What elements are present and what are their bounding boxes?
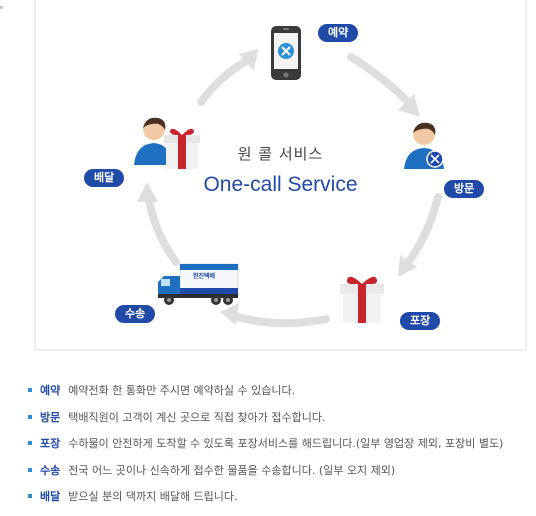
- step-term: 포장: [40, 437, 61, 450]
- badge-transport: 수송: [115, 305, 156, 323]
- bullet-icon: [28, 467, 32, 472]
- badge-packing: 포장: [400, 312, 441, 330]
- step-description: 전국 어느 곳이나 신속하게 접수한 물품을 수송합니다. (일부 오지 제외): [68, 463, 396, 477]
- arrowhead-4: [220, 303, 239, 325]
- courier-visit-icon: [404, 122, 444, 169]
- arrow-visit-to-packing: [402, 193, 442, 269]
- arrowhead-1: [239, 49, 258, 71]
- arrow-delivery-to-reservation: [197, 56, 252, 106]
- phone-icon: [271, 26, 301, 80]
- arrow-reservation-to-visit: [347, 53, 415, 109]
- list-item: 배달 받으실 분의 댁까지 배달해 드립니다.: [28, 484, 503, 511]
- courier-delivery-icon: [134, 117, 200, 169]
- arrow-transport-to-delivery: [144, 191, 180, 266]
- corner-dot: [0, 6, 3, 9]
- step-term: 예약: [40, 384, 61, 397]
- one-call-service-diagram: 한진택배 원 콜 서비스 One-call Service 예약 방문 포장 수…: [34, 0, 527, 351]
- arrowhead-2: [398, 94, 420, 117]
- badge-delivery: 배달: [84, 169, 125, 187]
- arrowhead-3: [398, 255, 417, 277]
- list-item: 수송 전국 어느 곳이나 신속하게 접수한 물품을 수송합니다. (일부 오지 제…: [28, 458, 503, 485]
- arrow-packing-to-transport: [227, 311, 330, 328]
- arrowhead-5: [137, 182, 158, 202]
- list-item: 포장 수하물이 안전하게 도착할 수 있도록 포장서비스를 해드립니다.(일부 영…: [28, 431, 503, 458]
- service-title-en: One-call Service: [203, 173, 358, 196]
- badge-visit: 방문: [444, 180, 485, 198]
- step-term: 수송: [40, 463, 61, 477]
- flow-arrows: [137, 49, 442, 328]
- delivery-truck-icon: [158, 263, 239, 305]
- step-description: 예약전화 한 통화만 주시면 예약하실 수 있습니다.: [68, 384, 296, 397]
- gift-box-icon: [340, 276, 384, 323]
- service-title-ko: 원 콜 서비스: [237, 145, 324, 163]
- step-description: 택배직원이 고객이 계신 곳으로 직접 찾아가 접수합니다.: [68, 410, 326, 424]
- truck-logo-text: 한진택배: [193, 273, 216, 280]
- list-item: 예약 예약전화 한 통화만 주시면 예약하실 수 있습니다.: [28, 378, 503, 405]
- step-term: 방문: [40, 410, 61, 424]
- bullet-icon: [28, 414, 32, 419]
- bullet-icon: [28, 494, 32, 498]
- step-description: 받으실 분의 댁까지 배달해 드립니다.: [68, 490, 238, 503]
- bullet-icon: [28, 388, 32, 392]
- step-term: 배달: [40, 490, 61, 503]
- service-steps-list: 예약 예약전화 한 통화만 주시면 예약하실 수 있습니다. 방문 택배직원이 고객…: [28, 378, 503, 511]
- bullet-icon: [28, 441, 32, 445]
- step-description: 수하물이 안전하게 도착할 수 있도록 포장서비스를 해드립니다.(일부 영업장…: [68, 437, 504, 450]
- list-item: 방문 택배직원이 고객이 계신 곳으로 직접 찾아가 접수합니다.: [28, 405, 503, 432]
- badge-reservation: 예약: [318, 24, 359, 42]
